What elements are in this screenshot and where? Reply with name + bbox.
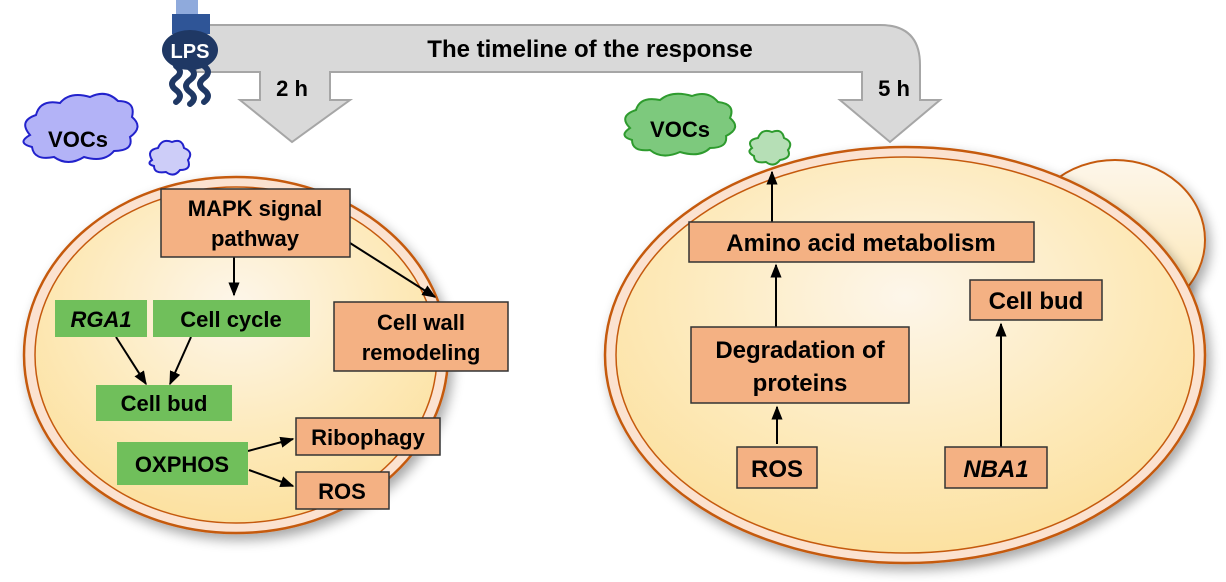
vocs-label-5h: VOCs (650, 117, 710, 142)
node-cell-bud-2h: Cell bud (96, 385, 232, 421)
node-degradation: Degradation of proteins (690, 326, 910, 404)
edge-rga1-cellbud (115, 336, 147, 386)
node-cell-cycle: Cell cycle (153, 300, 310, 337)
node-mapk: MAPK signal pathway (160, 188, 351, 258)
edges-2h (115, 242, 437, 487)
edge-oxphos-ribophagy (247, 436, 295, 452)
edge-cellcycle-cellbud (169, 336, 192, 386)
vocs-cloud-5h (623, 92, 792, 166)
node-ros-5h: ROS (736, 446, 818, 489)
timeline-arrow (195, 24, 943, 144)
svg-text:Cell wall: Cell wall (377, 310, 465, 335)
svg-text:Degradation of: Degradation of (715, 337, 885, 364)
svg-text:Cell bud: Cell bud (121, 391, 208, 416)
node-cell-wall: Cell wall remodeling (333, 301, 509, 372)
time-point-5h: 5 h (878, 76, 910, 101)
edge-oxphos-ros (248, 469, 295, 487)
svg-text:remodeling: remodeling (362, 340, 481, 365)
lps-icon (162, 0, 218, 107)
svg-text:NBA1: NBA1 (963, 456, 1028, 483)
node-amino-acid-metabolism: Amino acid metabolism (688, 221, 1035, 263)
svg-text:Amino acid metabolism: Amino acid metabolism (726, 230, 995, 257)
time-point-2h: 2 h (276, 76, 308, 101)
node-ribophagy: Ribophagy (295, 417, 441, 456)
edges-5h (766, 170, 1007, 447)
node-ros-2h: ROS (295, 471, 390, 510)
svg-text:proteins: proteins (753, 370, 848, 397)
svg-text:Ribophagy: Ribophagy (311, 425, 425, 450)
vocs-cloud-2h (22, 92, 192, 176)
lps-label: LPS (171, 41, 210, 63)
node-nba1: NBA1 (944, 446, 1048, 489)
vocs-label-2h: VOCs (48, 127, 108, 152)
timeline-title: The timeline of the response (427, 36, 752, 63)
edge-mapk-cellwall (349, 242, 437, 298)
node-cell-bud-5h: Cell bud (969, 279, 1103, 321)
svg-text:ROS: ROS (318, 479, 366, 504)
svg-text:ROS: ROS (751, 456, 803, 483)
node-rga1: RGA1 (55, 300, 147, 337)
svg-text:OXPHOS: OXPHOS (135, 452, 229, 477)
svg-text:MAPK signal: MAPK signal (188, 196, 322, 221)
svg-text:Cell cycle: Cell cycle (180, 307, 282, 332)
svg-text:pathway: pathway (211, 226, 300, 251)
svg-text:Cell bud: Cell bud (989, 288, 1084, 315)
svg-text:RGA1: RGA1 (70, 307, 131, 332)
node-oxphos: OXPHOS (117, 442, 248, 485)
